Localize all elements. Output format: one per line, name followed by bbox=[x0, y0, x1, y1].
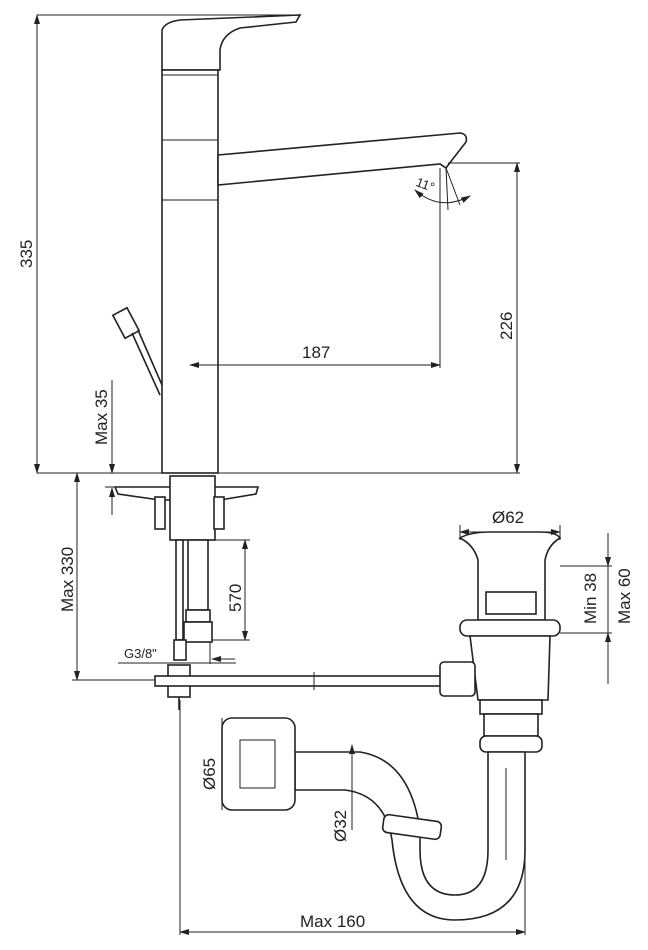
spout-angle: 11° bbox=[414, 167, 471, 211]
svg-text:187: 187 bbox=[302, 343, 330, 362]
popup-waste bbox=[439, 531, 562, 753]
svg-text:Max 35: Max 35 bbox=[92, 389, 111, 445]
svg-text:226: 226 bbox=[497, 312, 516, 340]
svg-text:Max 330: Max 330 bbox=[58, 547, 77, 612]
svg-text:335: 335 bbox=[17, 240, 36, 268]
dimension-max-160: Max 160 bbox=[179, 700, 526, 935]
dimension-min-max: Min 38 Max 60 bbox=[560, 533, 634, 684]
svg-text:Max 160: Max 160 bbox=[300, 912, 365, 931]
dimension-335: 335 bbox=[17, 14, 520, 474]
svg-text:570: 570 bbox=[226, 584, 245, 612]
svg-text:Ø32: Ø32 bbox=[331, 810, 350, 842]
dimension-diameter-65: Ø65 bbox=[200, 718, 223, 810]
dimension-diameter-32: Ø32 bbox=[331, 744, 355, 842]
lever-handle bbox=[111, 306, 163, 396]
dimension-570: 570 bbox=[212, 539, 250, 641]
svg-text:Ø65: Ø65 bbox=[200, 758, 219, 790]
dimension-thread: G3/8" bbox=[118, 642, 236, 664]
bottle-trap bbox=[221, 717, 526, 921]
dimension-max-330: Max 330 bbox=[58, 472, 160, 681]
mounting-assembly bbox=[113, 475, 260, 710]
dimension-226: 226 bbox=[448, 162, 520, 474]
faucet-body bbox=[161, 14, 468, 474]
pull-rod bbox=[154, 672, 446, 690]
dimension-187: 187 bbox=[189, 168, 441, 368]
svg-text:Min 38: Min 38 bbox=[581, 573, 600, 624]
svg-text:Ø62: Ø62 bbox=[492, 508, 524, 527]
svg-text:G3/8": G3/8" bbox=[124, 646, 157, 661]
dimension-diameter-62: Ø62 bbox=[459, 508, 561, 540]
svg-text:Max 60: Max 60 bbox=[615, 568, 634, 624]
angle-label: 11° bbox=[414, 174, 437, 194]
